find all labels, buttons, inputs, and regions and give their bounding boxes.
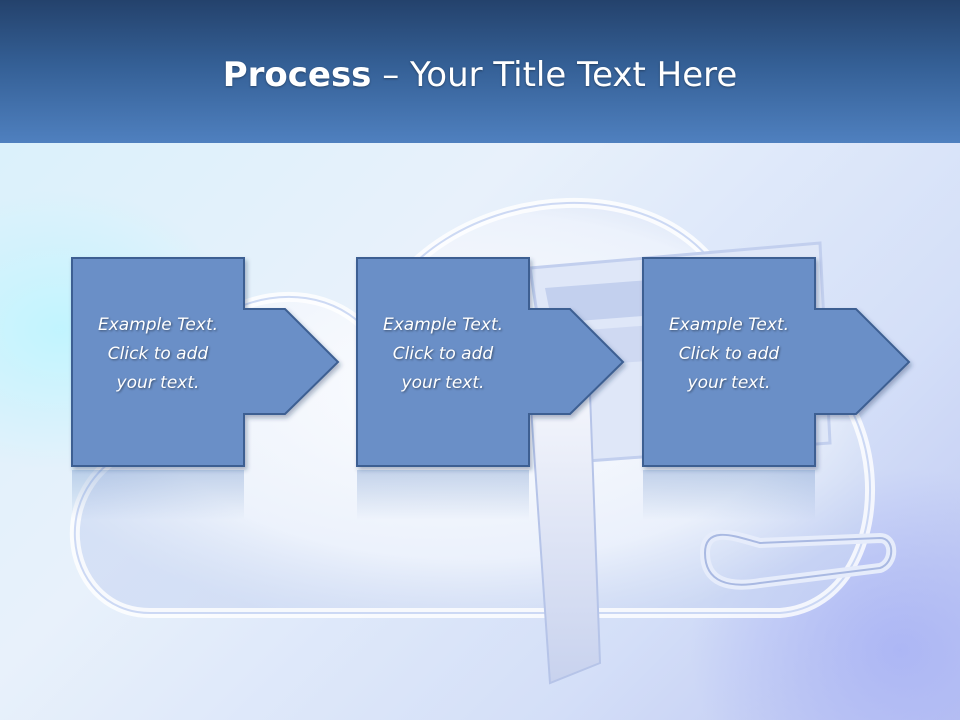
step-3-reflection (643, 470, 815, 520)
process-step-3[interactable] (642, 257, 911, 520)
step-1-shape (71, 257, 340, 467)
step-2-reflection (357, 470, 529, 520)
slide-title[interactable]: Process – Your Title Text Here (0, 52, 960, 98)
title-rest-text: – Your Title Text Here (371, 55, 738, 95)
step-1-text[interactable]: Example Text. Click to add your text. (97, 315, 219, 393)
step-1-reflection (72, 470, 244, 520)
step-2-shape (356, 257, 625, 467)
step-3-shape (642, 257, 911, 467)
step-3-text[interactable]: Example Text. Click to add your text. (668, 315, 790, 393)
title-bar (0, 0, 960, 143)
process-step-1[interactable] (71, 257, 340, 520)
title-bold-text: Process (222, 55, 372, 95)
step-2-text[interactable]: Example Text. Click to add your text. (382, 315, 504, 393)
process-step-2[interactable] (356, 257, 625, 520)
